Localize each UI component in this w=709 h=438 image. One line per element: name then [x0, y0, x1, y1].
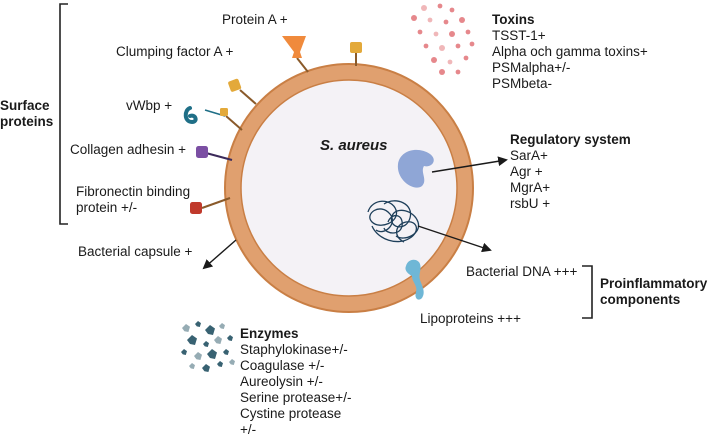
surface-proteins-bracket	[59, 3, 68, 225]
cell-interior	[240, 79, 458, 297]
surface-title-line1: Surface	[0, 98, 50, 113]
toxin-item: Alpha och gamma toxins+	[492, 44, 648, 59]
surface-proteins-title: Surface proteins	[0, 98, 53, 130]
enzyme-particle	[205, 325, 215, 335]
toxin-dot	[455, 43, 461, 49]
enzyme-item: +/-	[240, 422, 257, 437]
vwbp-icon	[183, 106, 243, 131]
regulatory-block: Regulatory system SarA+ Agr + MgrA+ rsbU…	[510, 132, 631, 212]
enzymes-block: Enzymes Staphylokinase+/- Coagulase +/- …	[240, 326, 351, 438]
dna-arrow	[417, 225, 492, 253]
toxin-dot	[463, 55, 469, 61]
toxin-dot	[469, 41, 475, 47]
toxin-dot	[421, 5, 427, 11]
toxin-item: TSST-1+	[492, 28, 546, 43]
fnbp-label-line1: Fibronectin binding	[76, 184, 191, 199]
proinflammatory-title: Proinflammatory components	[600, 276, 707, 308]
lipoprotein-icon	[405, 259, 424, 300]
toxin-dots-icon	[411, 3, 475, 75]
toxin-dot	[455, 69, 461, 75]
toxin-item: PSMbeta-	[492, 76, 553, 91]
collagen-adhesin-label: Collagen adhesin +	[70, 142, 186, 157]
protein-a-label: Protein A +	[222, 12, 288, 27]
clumping-factor-label: Clumping factor A +	[116, 44, 234, 59]
enzyme-particle	[227, 335, 233, 341]
fnbp-label: Fibronectin binding protein +/-	[76, 184, 190, 216]
regulatory-item: MgrA+	[510, 180, 551, 195]
toxin-dot	[439, 69, 445, 75]
proinflammatory-title-line1: Proinflammatory	[600, 276, 708, 291]
enzyme-particle	[189, 363, 195, 369]
enzyme-particle	[229, 359, 235, 365]
enzyme-particle	[194, 352, 202, 360]
bacterial-capsule-label: Bacterial capsule +	[78, 244, 193, 259]
vwbp-label: vWbp +	[126, 98, 173, 113]
toxin-dot	[433, 31, 439, 37]
toxin-item: PSMalpha+/-	[492, 60, 571, 75]
toxin-dot	[431, 57, 437, 63]
toxin-dot	[449, 31, 455, 37]
regulatory-item: Agr +	[510, 164, 543, 179]
enzyme-particle	[195, 321, 201, 327]
proinflammatory-title-line2: components	[600, 292, 681, 307]
regulatory-title: Regulatory system	[510, 132, 631, 147]
enzyme-item: Aureolysin +/-	[240, 374, 323, 389]
toxin-dot	[459, 17, 465, 23]
protein-a-icon	[282, 36, 309, 73]
regulatory-arrow	[431, 156, 508, 173]
surface-title-line2: proteins	[0, 114, 54, 129]
enzyme-particle	[207, 349, 217, 359]
enzyme-particle	[219, 323, 225, 329]
toxin-dot	[411, 15, 417, 21]
enzyme-particles-icon	[181, 321, 235, 372]
enzyme-particle	[203, 341, 209, 347]
enzyme-item: Staphylokinase+/-	[240, 342, 348, 357]
enzymes-title: Enzymes	[240, 326, 299, 341]
regulatory-protein-icon	[397, 149, 434, 188]
enzyme-particle	[202, 364, 210, 372]
cell-name: S. aureus	[320, 137, 388, 154]
regulatory-item: SarA+	[510, 148, 548, 163]
enzyme-particle	[181, 349, 187, 355]
clumping-factor-icon	[350, 42, 362, 66]
toxin-dot	[437, 3, 443, 9]
toxin-dot	[447, 59, 453, 65]
enzyme-particle	[223, 349, 229, 355]
toxin-dot	[417, 29, 423, 35]
toxin-dot	[443, 19, 449, 25]
enzyme-particle	[217, 361, 223, 367]
regulatory-item: rsbU +	[510, 196, 551, 211]
enzyme-item: Coagulase +/-	[240, 358, 325, 373]
enzyme-item: Cystine protease	[240, 406, 342, 421]
toxin-dot	[439, 45, 445, 51]
clumping-factor-left-icon	[228, 78, 257, 105]
toxins-title: Toxins	[492, 12, 535, 27]
toxin-dot	[465, 29, 471, 35]
enzyme-item: Serine protease+/-	[240, 390, 352, 405]
collagen-adhesin-icon	[196, 146, 233, 162]
capsule-arrow	[202, 239, 237, 270]
bacterial-dna-label: Bacterial DNA +++	[466, 264, 578, 279]
enzyme-particle	[187, 335, 197, 345]
enzyme-particle	[214, 336, 222, 344]
toxin-dot	[449, 7, 455, 13]
fnbp-icon	[190, 197, 231, 214]
toxin-dot	[427, 17, 433, 23]
toxin-dot	[423, 43, 429, 49]
lipoproteins-label: Lipoproteins +++	[420, 311, 521, 326]
enzyme-particle	[182, 324, 190, 332]
fnbp-label-line2: protein +/-	[76, 200, 138, 215]
bacterial-dna-icon	[367, 200, 420, 243]
toxins-block: Toxins TSST-1+ Alpha och gamma toxins+ P…	[492, 12, 648, 92]
proinflammatory-bracket	[582, 265, 593, 319]
